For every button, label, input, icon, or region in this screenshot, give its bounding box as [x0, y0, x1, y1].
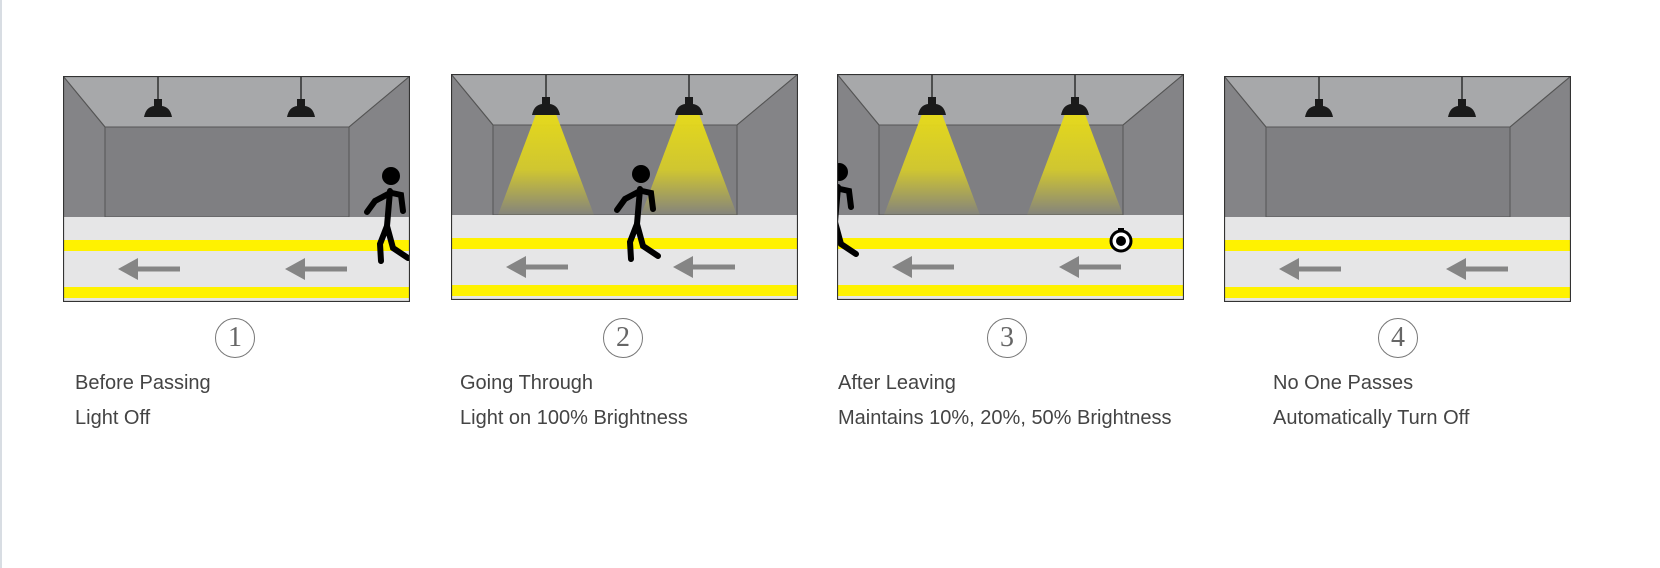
arrow-left-icon: [673, 256, 735, 278]
lane-stripe: [837, 285, 1184, 296]
arrow-left-icon: [285, 258, 347, 280]
pendant-lamp-icon: [675, 74, 703, 115]
back-wall: [1265, 126, 1511, 218]
step-title: Before Passing: [75, 372, 211, 394]
lane-stripe: [1224, 287, 1571, 298]
scene-no-one-passes: [1224, 76, 1571, 302]
step-title: After Leaving: [838, 372, 956, 394]
lane-stripe: [451, 238, 798, 249]
arrow-left-icon: [1446, 258, 1508, 280]
scene-before-passing: [63, 76, 410, 302]
arrow-left-icon: [1279, 258, 1341, 280]
step-number: 3: [987, 318, 1027, 358]
page-edge: [0, 0, 2, 568]
pendant-lamp-icon: [287, 76, 315, 117]
step-1: 1 Before Passing Light Off: [0, 0, 410, 568]
pendant-lamp-icon: [918, 74, 946, 115]
timer-icon: [1109, 228, 1133, 253]
step-number: 4: [1378, 318, 1418, 358]
step-description: Maintains 10%, 20%, 50% Brightness: [838, 407, 1172, 429]
arrow-left-icon: [892, 256, 954, 278]
step-number: 2: [603, 318, 643, 358]
light-beam: [498, 114, 594, 215]
lane-stripe: [837, 238, 1184, 249]
pendant-lamp-icon: [532, 74, 560, 115]
lane-stripe: [1224, 240, 1571, 251]
pendant-lamp-icon: [1448, 76, 1476, 117]
step-title: No One Passes: [1273, 372, 1414, 394]
arrow-left-icon: [506, 256, 568, 278]
step-4: 4 No One Passes Automatically Turn Off: [0, 0, 1571, 568]
scene-going-through: [451, 74, 798, 300]
step-3: 3 After Leaving Maintains 10%, 20%, 50% …: [0, 0, 1184, 568]
lane-stripe: [451, 285, 798, 296]
step-2: 2 Going Through Light on 100% Brightness: [0, 0, 798, 568]
scene-after-leaving: [837, 74, 1184, 300]
pendant-lamp-icon: [144, 76, 172, 117]
step-description: Light Off: [75, 407, 151, 429]
arrow-left-icon: [118, 258, 180, 280]
light-beam: [884, 114, 980, 215]
step-description: Automatically Turn Off: [1273, 407, 1470, 429]
back-wall: [104, 126, 350, 218]
step-number: 1: [215, 318, 255, 358]
walking-person-icon: [364, 167, 410, 264]
light-beam: [1027, 114, 1123, 215]
step-title: Going Through: [460, 372, 594, 394]
pendant-lamp-icon: [1305, 76, 1333, 117]
walking-person-icon: [614, 165, 661, 262]
light-beam: [641, 114, 737, 215]
arrow-left-icon: [1059, 256, 1121, 278]
lane-stripe: [63, 240, 410, 251]
pendant-lamp-icon: [1061, 74, 1089, 115]
step-description: Light on 100% Brightness: [460, 407, 688, 429]
lane-stripe: [63, 287, 410, 298]
